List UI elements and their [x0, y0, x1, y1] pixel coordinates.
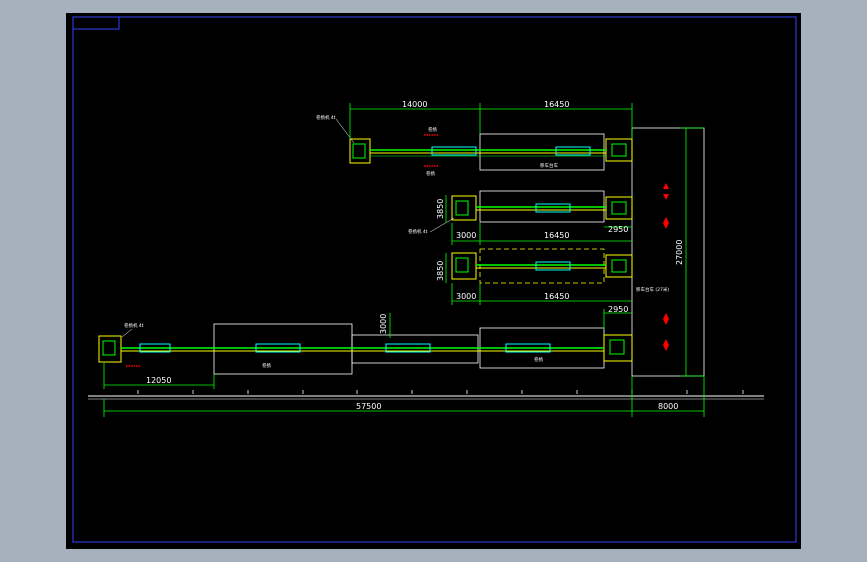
crane-row-1: 卷扬机 4t 卷扬 卷扬 移车台车: [316, 114, 633, 177]
dim-right-width: 8000: [658, 402, 678, 411]
cad-drawing-canvas: 卷扬机 4t 卷扬 卷扬 移车台车 卷扬机 4t 移车台车 (27米): [72, 16, 797, 543]
dim-bottom-left: 12050: [146, 376, 171, 385]
dim-mid-upper-left: 3000: [456, 231, 476, 240]
svg-text:移车台车: 移车台车: [540, 162, 558, 169]
drawing-frame: [72, 16, 797, 543]
crane-row-3: 移车台车 (27米): [451, 248, 669, 293]
right-building-outline: [631, 127, 705, 377]
svg-text:移车台车 (27米): 移车台车 (27米): [636, 286, 669, 293]
svg-text:卷扬机 4t: 卷扬机 4t: [408, 228, 428, 235]
dimension-lines: [103, 103, 705, 417]
svg-text:卷扬: 卷扬: [428, 126, 437, 133]
dim-overall: 57500: [356, 402, 381, 411]
dim-mid-lower-left: 3000: [456, 292, 476, 301]
ground-axis: [88, 390, 764, 400]
dim-right-height: 27000: [675, 240, 684, 265]
red-direction-arrows: [663, 183, 669, 351]
crane-row-4: 卷扬机 4t 卷扬 卷扬: [98, 322, 633, 375]
crane-row-2: 卷扬机 4t: [408, 190, 633, 235]
svg-text:卷扬: 卷扬: [534, 356, 543, 363]
cad-drawing-viewport[interactable]: 卷扬机 4t 卷扬 卷扬 移车台车 卷扬机 4t 移车台车 (27米): [66, 13, 801, 549]
svg-text:卷扬机 4t: 卷扬机 4t: [316, 114, 336, 121]
dim-mid-lower-width: 16450: [544, 292, 569, 301]
dim-mid-upper-right: 2950: [608, 225, 628, 234]
svg-text:卷扬: 卷扬: [262, 362, 271, 369]
dim-mid-lower-right: 2950: [608, 305, 628, 314]
dim-bottom-gap: 3000: [379, 314, 388, 334]
dim-mid-upper-height: 3850: [436, 199, 445, 219]
dim-top-left: 14000: [402, 100, 427, 109]
svg-text:卷扬: 卷扬: [426, 170, 435, 177]
svg-text:卷扬机 4t: 卷扬机 4t: [124, 322, 144, 329]
dim-top-right: 16450: [544, 100, 569, 109]
dim-mid-upper-width: 16450: [544, 231, 569, 240]
title-corner-box: [72, 16, 120, 30]
dim-mid-lower-height: 3850: [436, 261, 445, 281]
